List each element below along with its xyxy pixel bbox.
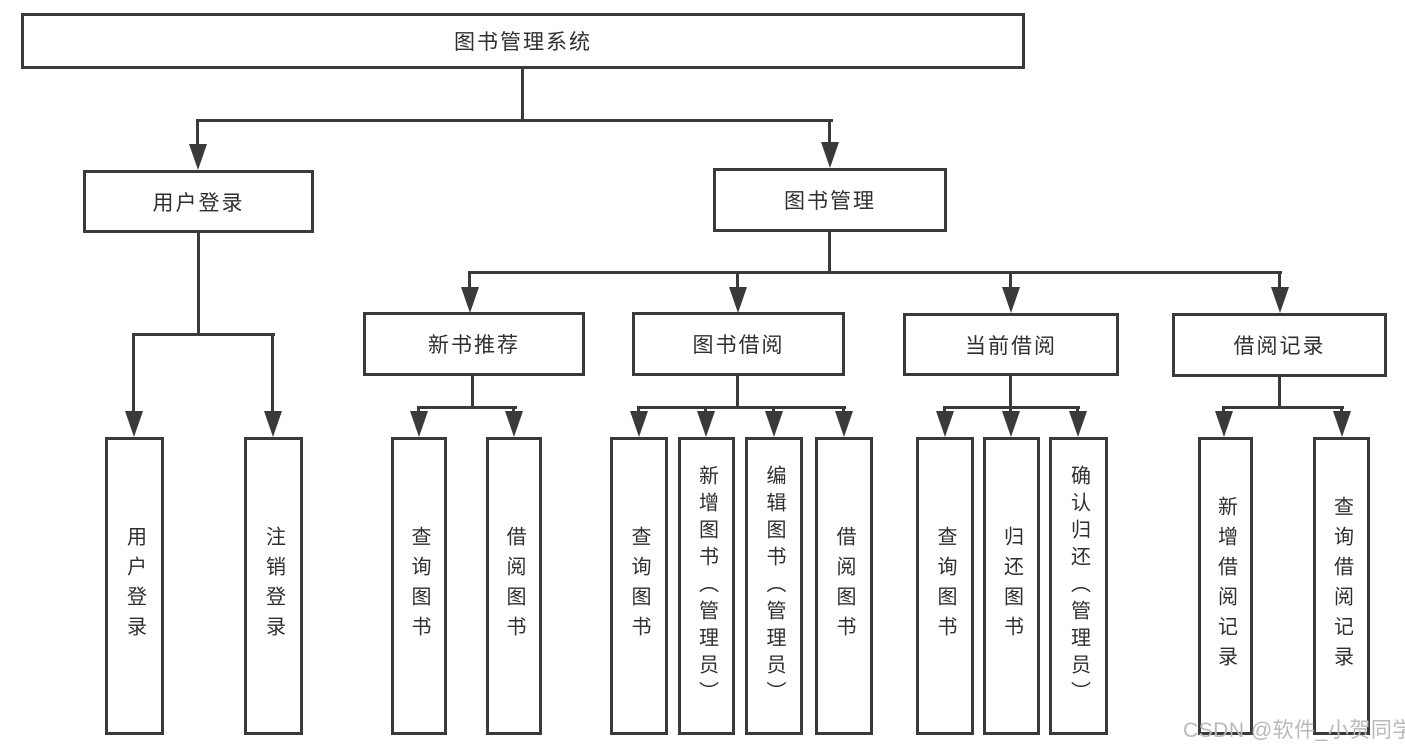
leaf-label: 查询借阅记录 (1330, 496, 1353, 676)
edge-line (944, 406, 1080, 409)
leaf-label: 查询图书 (408, 526, 430, 646)
arrowhead (630, 411, 648, 437)
leaf-label: 注销登录 (262, 526, 285, 646)
leaf-edit-book-admin: 编辑图书（管理员） (745, 437, 803, 735)
arrowhead (1002, 411, 1020, 437)
leaf-label: 新增借阅记录 (1214, 496, 1237, 676)
node-label: 借阅记录 (1233, 335, 1326, 358)
leaf-borrow-book-1: 借阅图书 (486, 437, 542, 735)
edge-line (197, 119, 833, 122)
leaf-add-book-admin: 新增图书（管理员） (678, 437, 735, 735)
arrowhead (1069, 411, 1087, 437)
leaf-query-book-3: 查询图书 (916, 437, 974, 735)
leaf-return-book: 归还图书 (983, 437, 1040, 735)
edge-line (828, 232, 831, 274)
edge-line (1278, 377, 1281, 408)
edge-line (197, 233, 200, 335)
node-borrow-records: 借阅记录 (1172, 313, 1387, 377)
leaf-label: 查询图书 (934, 526, 956, 646)
leaf-label: 编辑图书（管理员） (763, 464, 785, 708)
edge-line (469, 271, 1282, 274)
node-label: 图书管理 (784, 190, 876, 213)
leaf-label: 归还图书 (1000, 526, 1023, 646)
arrowhead (697, 411, 715, 437)
node-label: 用户登录 (152, 191, 245, 215)
node-label: 图书管理系统 (454, 31, 592, 54)
node-label: 新书推荐 (428, 334, 520, 357)
edge-line (133, 333, 275, 336)
leaf-label: 查询图书 (628, 526, 650, 646)
arrowhead (461, 287, 479, 313)
arrowhead (1002, 287, 1020, 313)
node-new-book-recommend: 新书推荐 (363, 312, 585, 376)
node-book-management: 图书管理 (713, 168, 947, 232)
arrowhead (125, 411, 143, 437)
arrowhead (264, 411, 282, 437)
csdn-watermark: CSDN @软件_小贺同学 (1183, 719, 1405, 742)
node-label: 图书借阅 (692, 334, 785, 357)
leaf-query-book-2: 查询图书 (610, 437, 668, 735)
edge-line (828, 119, 831, 145)
leaf-user-login: 用户登录 (105, 437, 164, 735)
edge-line (736, 376, 739, 408)
edge-line (468, 271, 471, 290)
leaf-query-borrow-record: 查询借阅记录 (1313, 437, 1370, 735)
leaf-label: 用户登录 (123, 526, 146, 646)
arrowhead (189, 144, 207, 170)
arrowhead (1271, 287, 1289, 313)
arrowhead (505, 411, 523, 437)
leaf-label: 借阅图书 (503, 526, 525, 646)
edge-line (521, 69, 524, 121)
edge-line (1223, 406, 1344, 409)
leaf-label: 借阅图书 (833, 526, 855, 646)
leaf-borrow-book-2: 借阅图书 (815, 437, 873, 735)
edge-line (271, 333, 274, 415)
arrowhead (1215, 411, 1233, 437)
arrowhead (1333, 411, 1351, 437)
edge-line (638, 406, 846, 409)
leaf-logout: 注销登录 (244, 437, 303, 735)
node-root: 图书管理系统 (21, 13, 1025, 69)
node-user-login: 用户登录 (83, 170, 314, 233)
leaf-label: 新增图书（管理员） (695, 464, 718, 708)
edge-line (418, 406, 517, 409)
arrowhead (410, 411, 428, 437)
arrowhead (765, 411, 783, 437)
arrowhead (835, 411, 853, 437)
node-current-borrow: 当前借阅 (903, 313, 1119, 376)
edge-line (1009, 271, 1012, 290)
edge-line (1278, 271, 1281, 290)
node-label: 当前借阅 (965, 334, 1057, 358)
edge-line (736, 271, 739, 290)
arrowhead (729, 287, 747, 313)
edge-line (132, 333, 135, 415)
arrowhead (936, 411, 954, 437)
leaf-query-book-1: 查询图书 (391, 437, 447, 735)
edge-line (196, 119, 199, 147)
edge-line (1009, 376, 1012, 408)
node-book-borrow: 图书借阅 (632, 312, 845, 376)
edge-line (471, 376, 474, 408)
leaf-confirm-return-admin: 确认归还（管理员） (1049, 437, 1108, 735)
leaf-label: 确认归还（管理员） (1067, 464, 1090, 708)
leaf-add-borrow-record: 新增借阅记录 (1198, 437, 1253, 735)
arrowhead (821, 142, 839, 168)
